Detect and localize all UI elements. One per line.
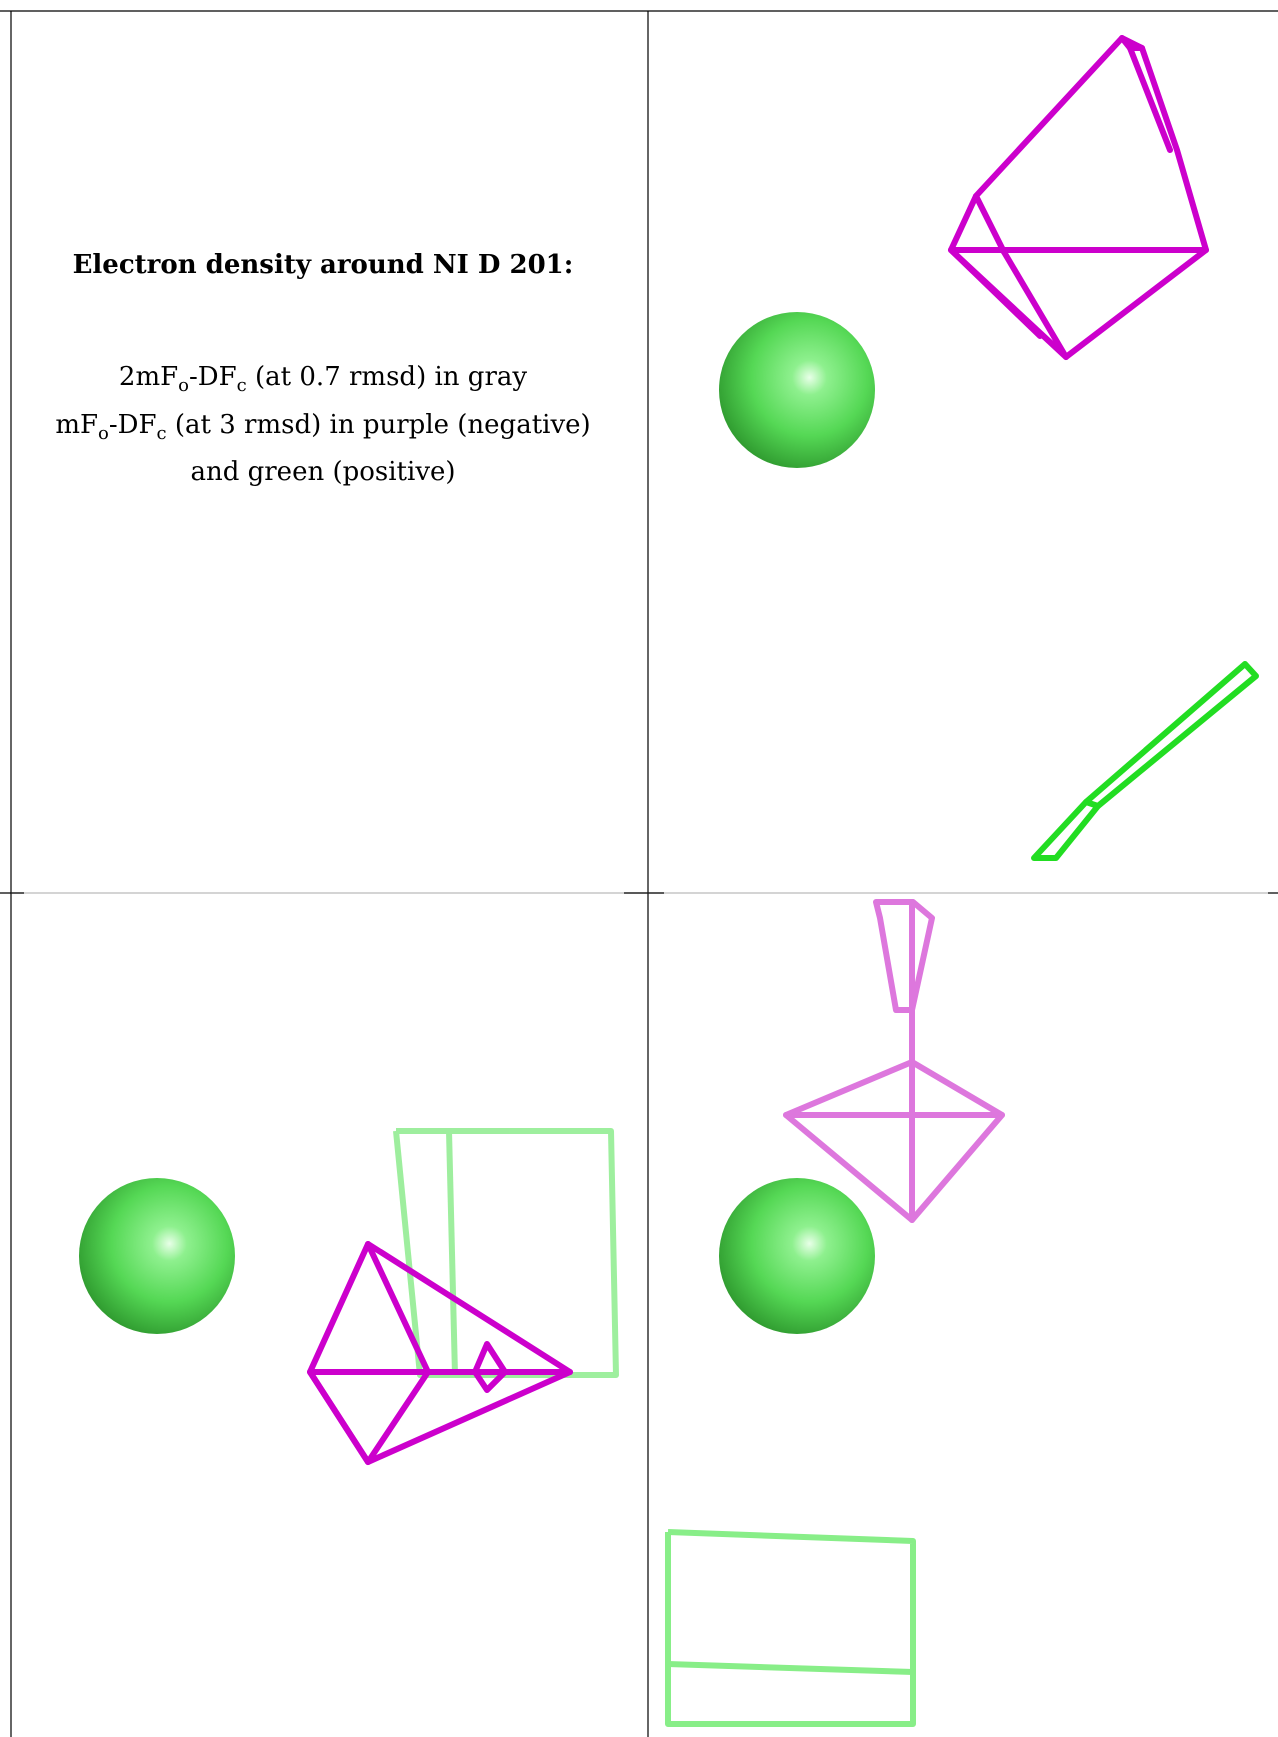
legend-line-2: mFo-DFc (at 3 rmsd) in purple (negative): [55, 409, 591, 444]
positive-density-faded-mesh: [665, 1529, 916, 1727]
negative-density-faded-mesh: [783, 899, 1005, 1223]
caption-title: Electron density around NI D 201:: [72, 250, 574, 281]
caption-legend: 2mFo-DFc (at 0.7 rmsd) in gray mFo-DFc (…: [55, 358, 590, 491]
positive-density-mesh: [1031, 661, 1259, 861]
positive-density-faded-mesh: [393, 1128, 619, 1378]
view-top-right: [719, 35, 1259, 861]
caption-cell: Electron density around NI D 201: 2mFo-D…: [0, 0, 646, 892]
legend-line-3: and green (positive): [190, 456, 456, 487]
negative-density-mesh: [948, 35, 1209, 360]
view-bottom-left: [79, 1128, 619, 1465]
legend-line-1: 2mFo-DFc (at 0.7 rmsd) in gray: [118, 362, 528, 397]
negative-density-mesh: [307, 1241, 573, 1465]
grid-lines: [0, 10, 1278, 1737]
nickel-ion-sphere: [719, 312, 875, 468]
view-bottom-right: [665, 899, 1005, 1727]
nickel-ion-sphere: [79, 1178, 235, 1334]
nickel-ion-sphere: [719, 1178, 875, 1334]
